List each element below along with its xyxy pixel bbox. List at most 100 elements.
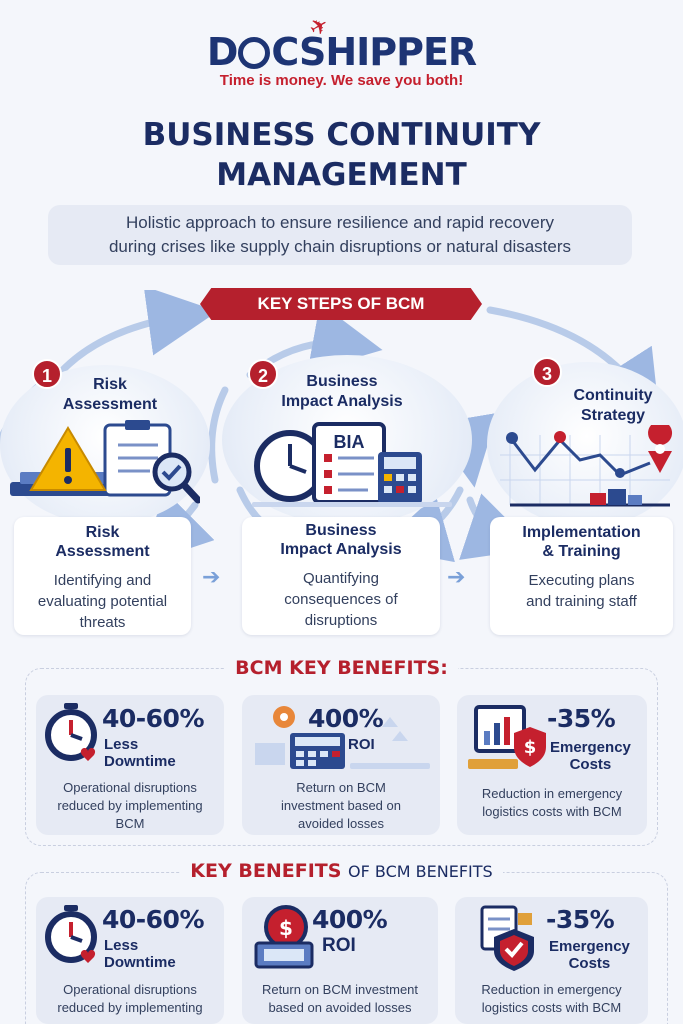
- benefit-1-desc-line-3: BCM: [115, 816, 145, 831]
- logo-text-end: CSHIPPER: [271, 30, 477, 74]
- benefits-2-title-blue: OF BCM BENEFITS: [348, 862, 493, 881]
- benefit2-1-desc-line-1: Operational disruptions: [63, 982, 197, 997]
- benefits-2-title-wrap: KEY BENEFITS OF BCM BENEFITS: [180, 860, 503, 882]
- card-2-title: Business Impact Analysis: [242, 521, 440, 559]
- benefit2-3-desc-line-2: logistics costs with BCM: [481, 1000, 622, 1015]
- card-2-title-line-2: Impact Analysis: [280, 541, 402, 558]
- stopwatch-icon: [45, 703, 97, 761]
- benefit-2-desc-line-1: Return on BCM: [296, 780, 386, 795]
- step-2-number: 2: [248, 359, 278, 389]
- benefit2-2-label-line-1: ROI: [322, 935, 356, 956]
- card-1-title-line-2: Assessment: [55, 543, 150, 560]
- benefit-1-desc-line-1: Operational disruptions: [63, 780, 197, 795]
- benefit-2-label-line-1: ROI: [348, 736, 375, 753]
- step-card-business-impact-analysis: Business Impact Analysis Quantifying con…: [242, 517, 440, 635]
- benefit-2-desc-line-2: investment based on: [281, 798, 401, 813]
- step-card-risk-assessment: Risk Assessment Identifying and evaluati…: [14, 517, 191, 635]
- benefit2-2-label: ROI: [322, 935, 356, 956]
- step-card-implementation-training: Implementation & Training Executing plan…: [490, 517, 673, 635]
- benefit-3-desc-line-2: logistics costs with BCM: [482, 804, 622, 819]
- card-3-desc: Executing plans and training staff: [490, 570, 673, 612]
- step-1-number: 1: [32, 359, 62, 389]
- step-3-circle: [487, 362, 683, 527]
- step-1-title: Risk Assessment: [40, 375, 180, 415]
- benefits-1-title-text: BCM KEY BENEFITS:: [225, 657, 458, 679]
- step-3-number: 3: [532, 357, 562, 387]
- brand-logo[interactable]: D CSHIPPER: [0, 30, 683, 74]
- flow-arrow-right-icon: ➔: [447, 564, 466, 589]
- benefit2-3-label-line-1: Emergency: [549, 938, 630, 955]
- card-1-desc-line-2: evaluating potential: [37, 593, 168, 610]
- benefit2-2-desc-line-2: based on avoided losses: [268, 1000, 412, 1015]
- benefit2-1-desc-line-2: reduced by implementing: [57, 1000, 203, 1015]
- benefit-2-value: 400%: [308, 704, 384, 733]
- benefit2-1-label-line-1: Less: [104, 937, 139, 954]
- benefit-1-desc: Operational disruptions reduced by imple…: [36, 779, 224, 833]
- benefit2-3-label-line-2: Costs: [568, 955, 611, 972]
- benefit-1-label-line-1: Less: [104, 736, 139, 753]
- card-3-desc-line-2: and training staff: [526, 593, 637, 610]
- benefit-1-desc-line-2: reduced by implementing: [57, 798, 203, 813]
- benefit2-3-value: -35%: [546, 905, 615, 934]
- benefit-3-value: -35%: [547, 704, 616, 733]
- globe-icon: [238, 37, 271, 69]
- benefit2-2-value: 400%: [312, 905, 388, 934]
- card-1-desc: Identifying and evaluating potential thr…: [14, 570, 191, 633]
- benefit2-2-desc-line-1: Return on BCM investment: [261, 982, 419, 997]
- svg-text:$: $: [524, 737, 537, 758]
- benefit2-1-value: 40-60%: [102, 905, 205, 934]
- benefit2-3-label: Emergency Costs: [549, 938, 630, 972]
- card-1-desc-line-1: Identifying and: [53, 572, 152, 589]
- card-2-desc-line-3: disruptions: [304, 612, 378, 629]
- benefit-3-label-line-2: Costs: [569, 756, 612, 773]
- card-1-title: Risk Assessment: [14, 523, 191, 561]
- benefit2-2-desc: Return on BCM investment based on avoide…: [242, 981, 438, 1017]
- money-bag-icon: $: [254, 905, 314, 969]
- stopwatch-icon: [45, 905, 97, 963]
- map-route-icon: [500, 425, 673, 507]
- title-line-1: BUSINESS CONTINUITY: [142, 117, 541, 153]
- card-2-title-line-1: Business: [305, 522, 377, 539]
- subtitle-box: Holistic approach to ensure resilience a…: [48, 205, 632, 265]
- card-1-desc-line-3: threats: [79, 614, 126, 631]
- title-line-2: MANAGEMENT: [216, 157, 467, 193]
- benefit2-3-desc-line-1: Reduction in emergency: [481, 982, 622, 997]
- step-2-title: Business Impact Analysis: [252, 372, 432, 412]
- card-2-desc: Quantifying consequences of disruptions: [242, 568, 440, 631]
- card-3-title-line-2: & Training: [542, 543, 621, 560]
- benefit-2-label: ROI: [348, 736, 375, 753]
- card-2-desc-line-1: Quantifying: [303, 570, 379, 587]
- benefits-2-title-red: KEY BENEFITS: [190, 860, 342, 882]
- page-title: BUSINESS CONTINUITY MANAGEMENT: [0, 115, 683, 195]
- benefit-3-label: Emergency Costs: [550, 739, 631, 773]
- flow-arrow-right-icon: ➔: [202, 564, 221, 589]
- clock-checklist-icon: [252, 422, 452, 507]
- step-2-title-line-1: Business: [306, 373, 378, 390]
- benefit-2-desc-line-3: avoided losses: [298, 816, 384, 831]
- brand-tagline: Time is money. We save you both!: [219, 72, 464, 89]
- step-1-title-line-1: Risk: [93, 376, 127, 393]
- step-3-title: Continuity Strategy: [548, 386, 678, 426]
- logo-text-start: D: [206, 30, 239, 74]
- step-3-title-line-1: Continuity: [573, 387, 653, 404]
- benefit-1-label: Less Downtime: [104, 736, 176, 770]
- benefit-2-desc: Return on BCM investment based on avoide…: [242, 779, 440, 833]
- benefit2-1-desc: Operational disruptions reduced by imple…: [36, 981, 224, 1017]
- key-steps-banner: KEY STEPS OF BCM: [200, 288, 482, 320]
- benefits-1-title: BCM KEY BENEFITS:: [0, 657, 683, 679]
- warning-triangle-icon: [10, 420, 200, 504]
- step-3-title-line-2: Strategy: [580, 407, 646, 424]
- step-1-title-line-2: Assessment: [62, 396, 158, 413]
- card-3-desc-line-1: Executing plans: [528, 572, 635, 589]
- benefit2-1-label: Less Downtime: [104, 937, 176, 971]
- shield-check-icon: [480, 905, 534, 971]
- card-3-title-line-1: Implementation: [522, 524, 641, 541]
- benefit-3-label-line-1: Emergency: [550, 739, 631, 756]
- subtitle-line-1: Holistic approach to ensure resilience a…: [125, 213, 555, 232]
- benefits-2-title: KEY BENEFITS OF BCM BENEFITS: [0, 860, 683, 882]
- benefit-3-desc: Reduction in emergency logistics costs w…: [457, 785, 647, 821]
- bia-label: BIA: [333, 432, 365, 452]
- subtitle-line-2: during crises like supply chain disrupti…: [108, 237, 572, 256]
- step-2-title-line-2: Impact Analysis: [281, 393, 403, 410]
- card-1-title-line-1: Risk: [85, 524, 120, 541]
